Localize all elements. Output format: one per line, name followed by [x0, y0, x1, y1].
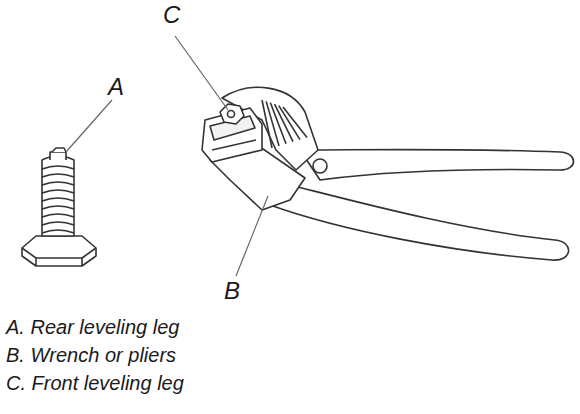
jaw-rib [279, 106, 300, 140]
key-entry: C. Front leveling leg [6, 372, 184, 394]
key-entry: A. Rear leveling leg [6, 316, 179, 338]
jaw-rib [283, 107, 307, 138]
key-entry: B. Wrench or pliers [6, 344, 176, 366]
thread-line [42, 166, 74, 169]
rear-leveling-leg [22, 148, 96, 266]
leader-lines [66, 36, 268, 276]
thread-line [42, 198, 74, 201]
callout-letter: A [108, 74, 124, 100]
callout-letter: C [163, 2, 180, 28]
callout-letter: B [224, 278, 240, 304]
jaw-rib [262, 100, 272, 148]
thread-line [42, 174, 74, 177]
thread-line [42, 206, 74, 209]
thread-line [42, 190, 74, 193]
thread-line [42, 230, 74, 233]
pliers [202, 87, 574, 260]
thread-line [42, 182, 74, 185]
thread-line [42, 222, 74, 225]
thread-line [42, 214, 74, 217]
